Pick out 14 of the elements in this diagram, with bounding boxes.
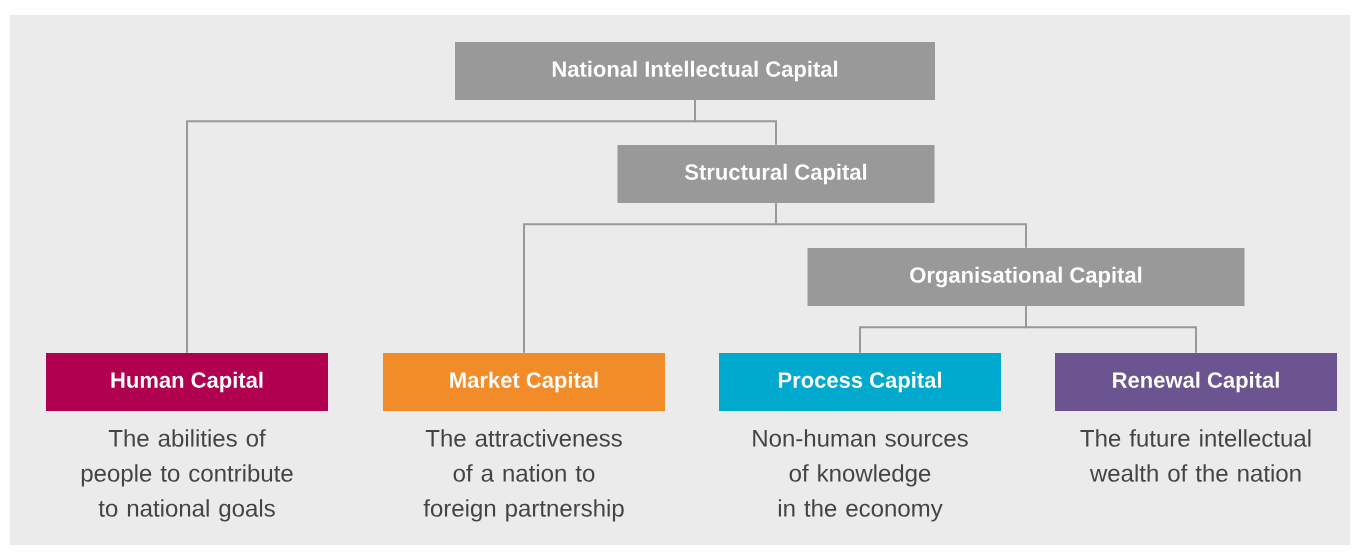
connector-line <box>694 99 777 146</box>
category-box: Human Capital <box>46 353 328 411</box>
description-text: Non-human sources of knowledge in the economy <box>753 429 968 522</box>
category-box: National Intellectual Capital <box>455 42 935 100</box>
connector-line <box>1025 305 1197 354</box>
category-box: Organisational Capital <box>807 248 1245 306</box>
category-box: Market Capital <box>383 353 665 411</box>
description-text: The attractiveness of a nation to foreign partnership <box>423 429 624 522</box>
category-box: Process Capital <box>719 353 1001 411</box>
category-box: Renewal Capital <box>1055 353 1337 411</box>
description-text: The abilities of people to contribute to national goals <box>81 429 293 522</box>
description-text: The future intellectual wealth of the nation <box>1080 429 1311 482</box>
category-box: Structural Capital <box>617 145 935 203</box>
connector-line <box>775 202 1027 249</box>
